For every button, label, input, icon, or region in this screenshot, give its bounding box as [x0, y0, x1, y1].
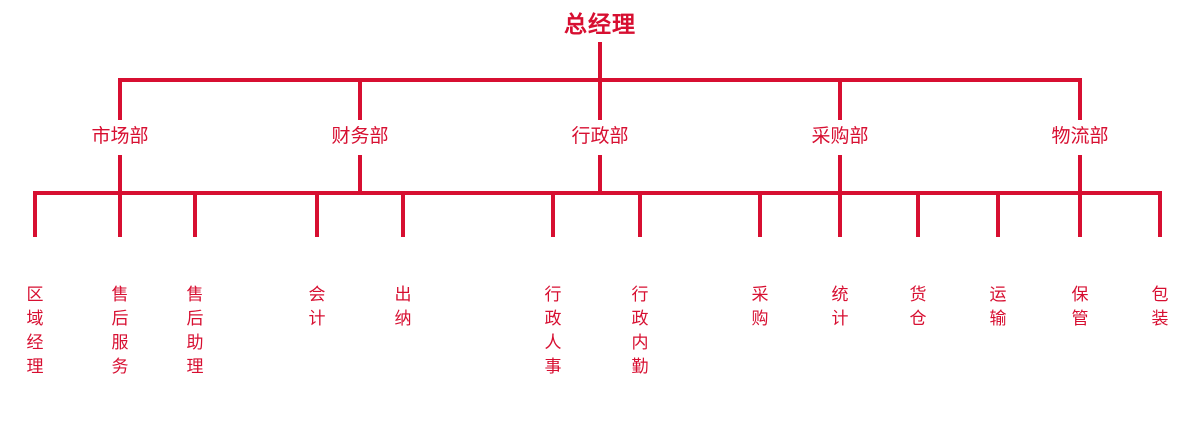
position-char: 内 [631, 333, 649, 353]
bottom-horizontal-bus [33, 191, 1162, 195]
dept-stem-bottom-1 [118, 155, 122, 195]
position-char: 统 [831, 285, 849, 305]
position-char: 会 [308, 285, 326, 305]
position-char: 纳 [394, 309, 412, 329]
position-char: 助 [186, 333, 204, 353]
position-node-8: 采购 [747, 283, 773, 331]
position-char: 理 [186, 357, 204, 377]
position-char: 采 [751, 285, 769, 305]
department-node-5: 物流部 [1051, 125, 1109, 147]
dept-stem-top-2 [358, 78, 362, 120]
position-node-9: 统计 [827, 283, 853, 331]
position-char: 区 [26, 285, 44, 305]
root-stem [598, 42, 602, 82]
position-node-6: 行政人事 [540, 283, 566, 379]
position-stem-1 [33, 191, 37, 237]
position-char: 计 [831, 309, 849, 329]
dept-stem-bottom-3 [598, 155, 602, 195]
position-char: 仓 [909, 309, 927, 329]
dept-stem-bottom-5 [1078, 155, 1082, 195]
root-node-general-manager: 总经理 [564, 12, 636, 38]
position-node-3: 售后助理 [182, 283, 208, 379]
position-node-4: 会计 [304, 283, 330, 331]
position-stem-5 [401, 191, 405, 237]
position-char: 售 [186, 285, 204, 305]
position-char: 行 [544, 285, 562, 305]
position-node-13: 包装 [1147, 283, 1173, 331]
department-node-1: 市场部 [91, 125, 149, 147]
department-node-4: 采购部 [811, 125, 869, 147]
position-char: 计 [308, 309, 326, 329]
position-stem-3 [193, 191, 197, 237]
position-node-7: 行政内勤 [627, 283, 653, 379]
position-stem-4 [315, 191, 319, 237]
position-char: 事 [544, 357, 562, 377]
dept-stem-top-3 [598, 78, 602, 120]
department-node-2: 财务部 [331, 125, 389, 147]
position-char: 装 [1151, 309, 1169, 329]
dept-stem-bottom-4 [838, 155, 842, 195]
position-char: 勤 [631, 357, 649, 377]
position-stem-10 [916, 191, 920, 237]
position-stem-13 [1158, 191, 1162, 237]
position-stem-9 [838, 191, 842, 237]
position-char: 服 [111, 333, 129, 353]
position-stem-2 [118, 191, 122, 237]
position-node-10: 货仓 [905, 283, 931, 331]
position-stem-12 [1078, 191, 1082, 237]
position-char: 管 [1071, 309, 1089, 329]
position-char: 人 [544, 333, 562, 353]
position-char: 出 [394, 285, 412, 305]
dept-stem-top-1 [118, 78, 122, 120]
position-node-1: 区域经理 [22, 283, 48, 379]
position-char: 政 [544, 309, 562, 329]
position-char: 售 [111, 285, 129, 305]
position-char: 后 [186, 309, 204, 329]
position-node-5: 出纳 [390, 283, 416, 331]
position-node-12: 保管 [1067, 283, 1093, 331]
dept-stem-top-4 [838, 78, 842, 120]
position-stem-11 [996, 191, 1000, 237]
position-char: 输 [989, 309, 1007, 329]
position-char: 购 [751, 309, 769, 329]
position-stem-8 [758, 191, 762, 237]
position-char: 货 [909, 285, 927, 305]
position-stem-6 [551, 191, 555, 237]
department-node-3: 行政部 [571, 125, 629, 147]
position-node-11: 运输 [985, 283, 1011, 331]
position-char: 理 [26, 357, 44, 377]
position-node-2: 售后服务 [107, 283, 133, 379]
position-char: 域 [26, 309, 44, 329]
position-char: 运 [989, 285, 1007, 305]
position-char: 务 [111, 357, 129, 377]
position-stem-7 [638, 191, 642, 237]
position-char: 保 [1071, 285, 1089, 305]
position-char: 行 [631, 285, 649, 305]
position-char: 经 [26, 333, 44, 353]
dept-stem-top-5 [1078, 78, 1082, 120]
position-char: 政 [631, 309, 649, 329]
dept-stem-bottom-2 [358, 155, 362, 195]
position-char: 后 [111, 309, 129, 329]
position-char: 包 [1151, 285, 1169, 305]
